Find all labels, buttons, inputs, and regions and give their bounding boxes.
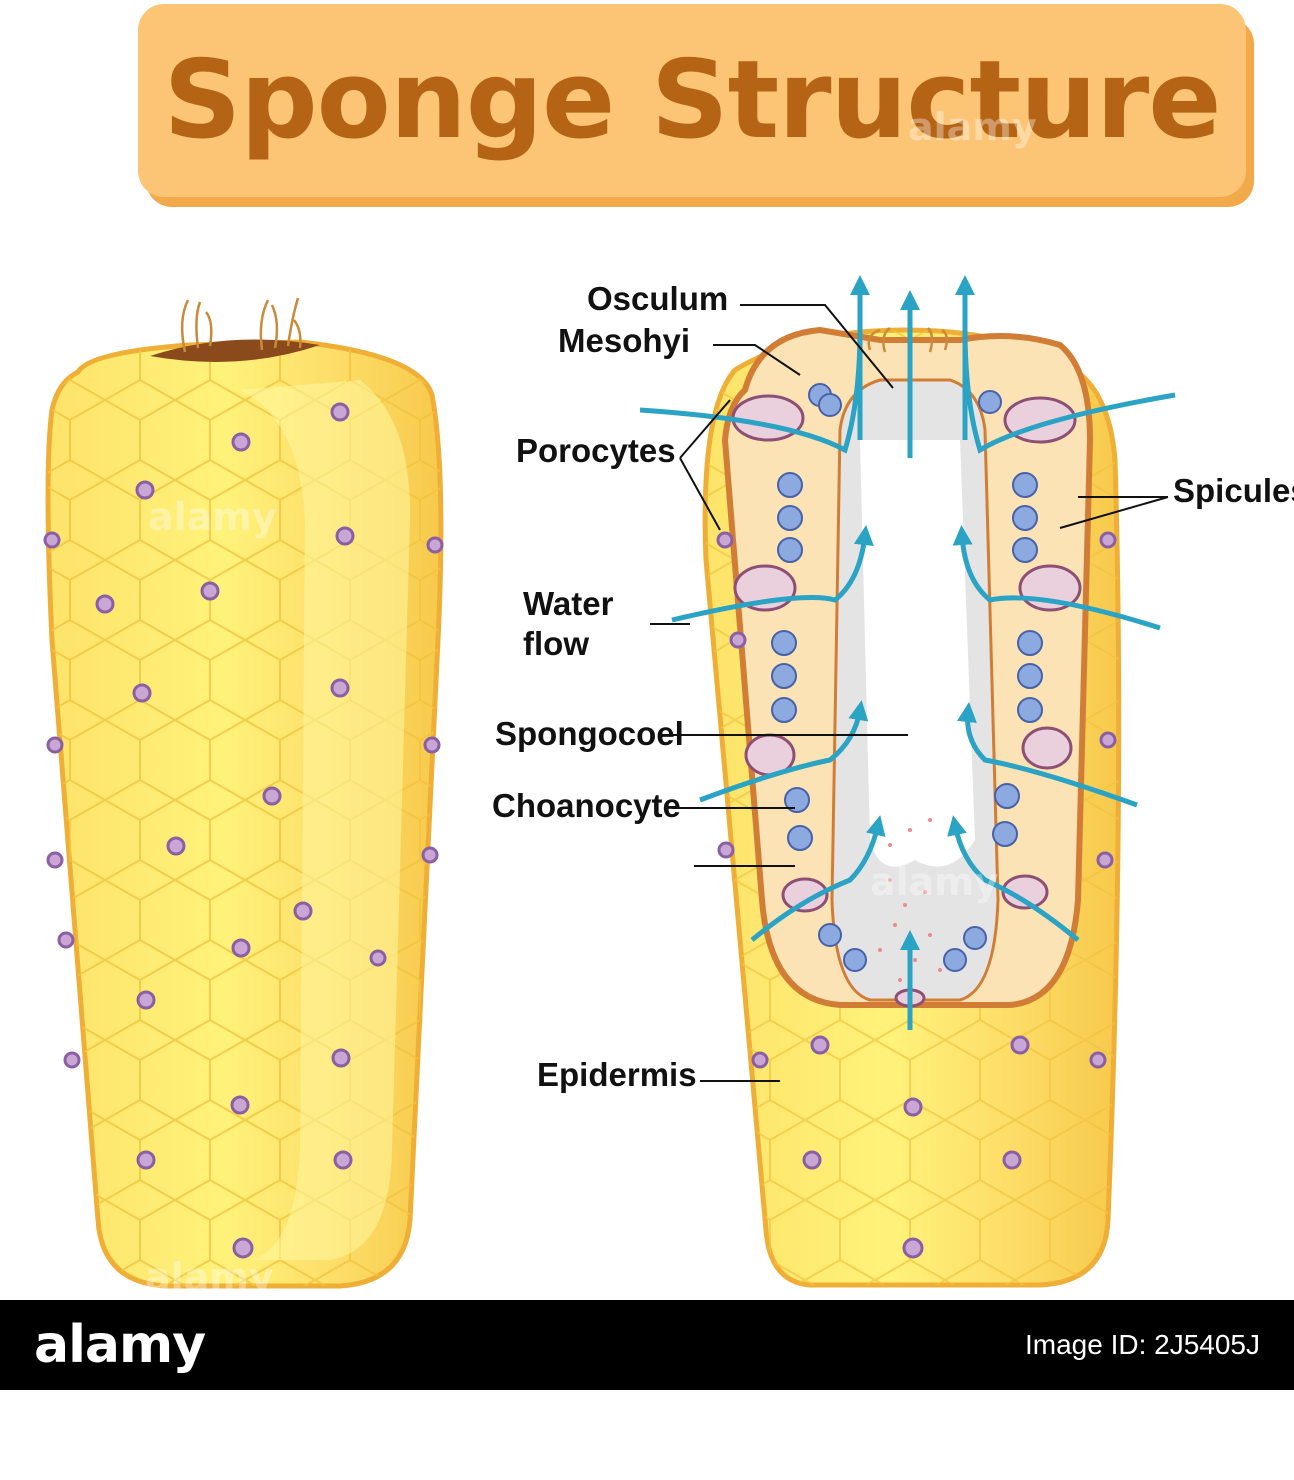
- porocytes-leader: [679, 399, 731, 531]
- footer-info: Image ID: 2J5405J www.alamy.com: [1024, 1300, 1260, 1450]
- diagram-title: Sponge Structure: [163, 38, 1222, 163]
- external-sponge-highlight: [240, 380, 411, 1260]
- label-spongocoel: Spongocoel: [495, 715, 684, 752]
- label-water-flow-line2: flow: [523, 625, 589, 662]
- label-osculum: Osculum: [587, 280, 728, 317]
- cross-section: [639, 275, 1176, 1288]
- osculum-hairs-icon: [867, 326, 949, 353]
- watermark: alamy: [148, 495, 277, 539]
- label-water-flow-line1: Water: [523, 585, 614, 622]
- footer-bar: alamy Image ID: 2J5405J www.alamy.com: [0, 1300, 1294, 1450]
- footer-logo[interactable]: alamy: [34, 1315, 206, 1375]
- spongocoel-particles: [878, 818, 942, 982]
- watermark: alamy: [908, 105, 1037, 149]
- ostia-pores: [43, 402, 444, 1259]
- water-flow-arrows: [639, 275, 1176, 1030]
- leader-lines: [650, 304, 1169, 1082]
- label-choanocyte: Choanocyte: [492, 787, 681, 824]
- osculum-hairs-icon: [180, 297, 302, 353]
- epidermis-pores: [716, 531, 1117, 1259]
- label-mesohyl: Mesohyi: [558, 322, 690, 359]
- watermark: alamy: [145, 1255, 274, 1299]
- label-spicules: Spicules: [1173, 472, 1294, 509]
- choanocyte-cells: [771, 383, 1043, 972]
- spicules-leader: [1059, 496, 1169, 529]
- external-sponge: [43, 297, 444, 1289]
- title-banner-face: Sponge Structure: [138, 4, 1246, 197]
- watermark: alamy: [870, 860, 999, 904]
- osculum-rim: [150, 339, 320, 362]
- watermark-group: alamy alamy alamy alamy: [145, 105, 1037, 1299]
- osculum-leader: [740, 304, 894, 389]
- label-porocytes: Porocytes: [516, 432, 676, 469]
- image-id: Image ID: 2J5405J: [1024, 1329, 1260, 1360]
- mesohyl-leader: [713, 344, 801, 376]
- title-banner: Sponge Structure: [138, 4, 1254, 207]
- spongocoel-inner: [860, 440, 975, 867]
- site-url[interactable]: www.alamy.com: [1059, 1419, 1260, 1450]
- sponge-diagram: Osculum Mesohyi Porocytes Spicules Water…: [43, 105, 1294, 1299]
- label-epidermis: Epidermis: [537, 1056, 697, 1093]
